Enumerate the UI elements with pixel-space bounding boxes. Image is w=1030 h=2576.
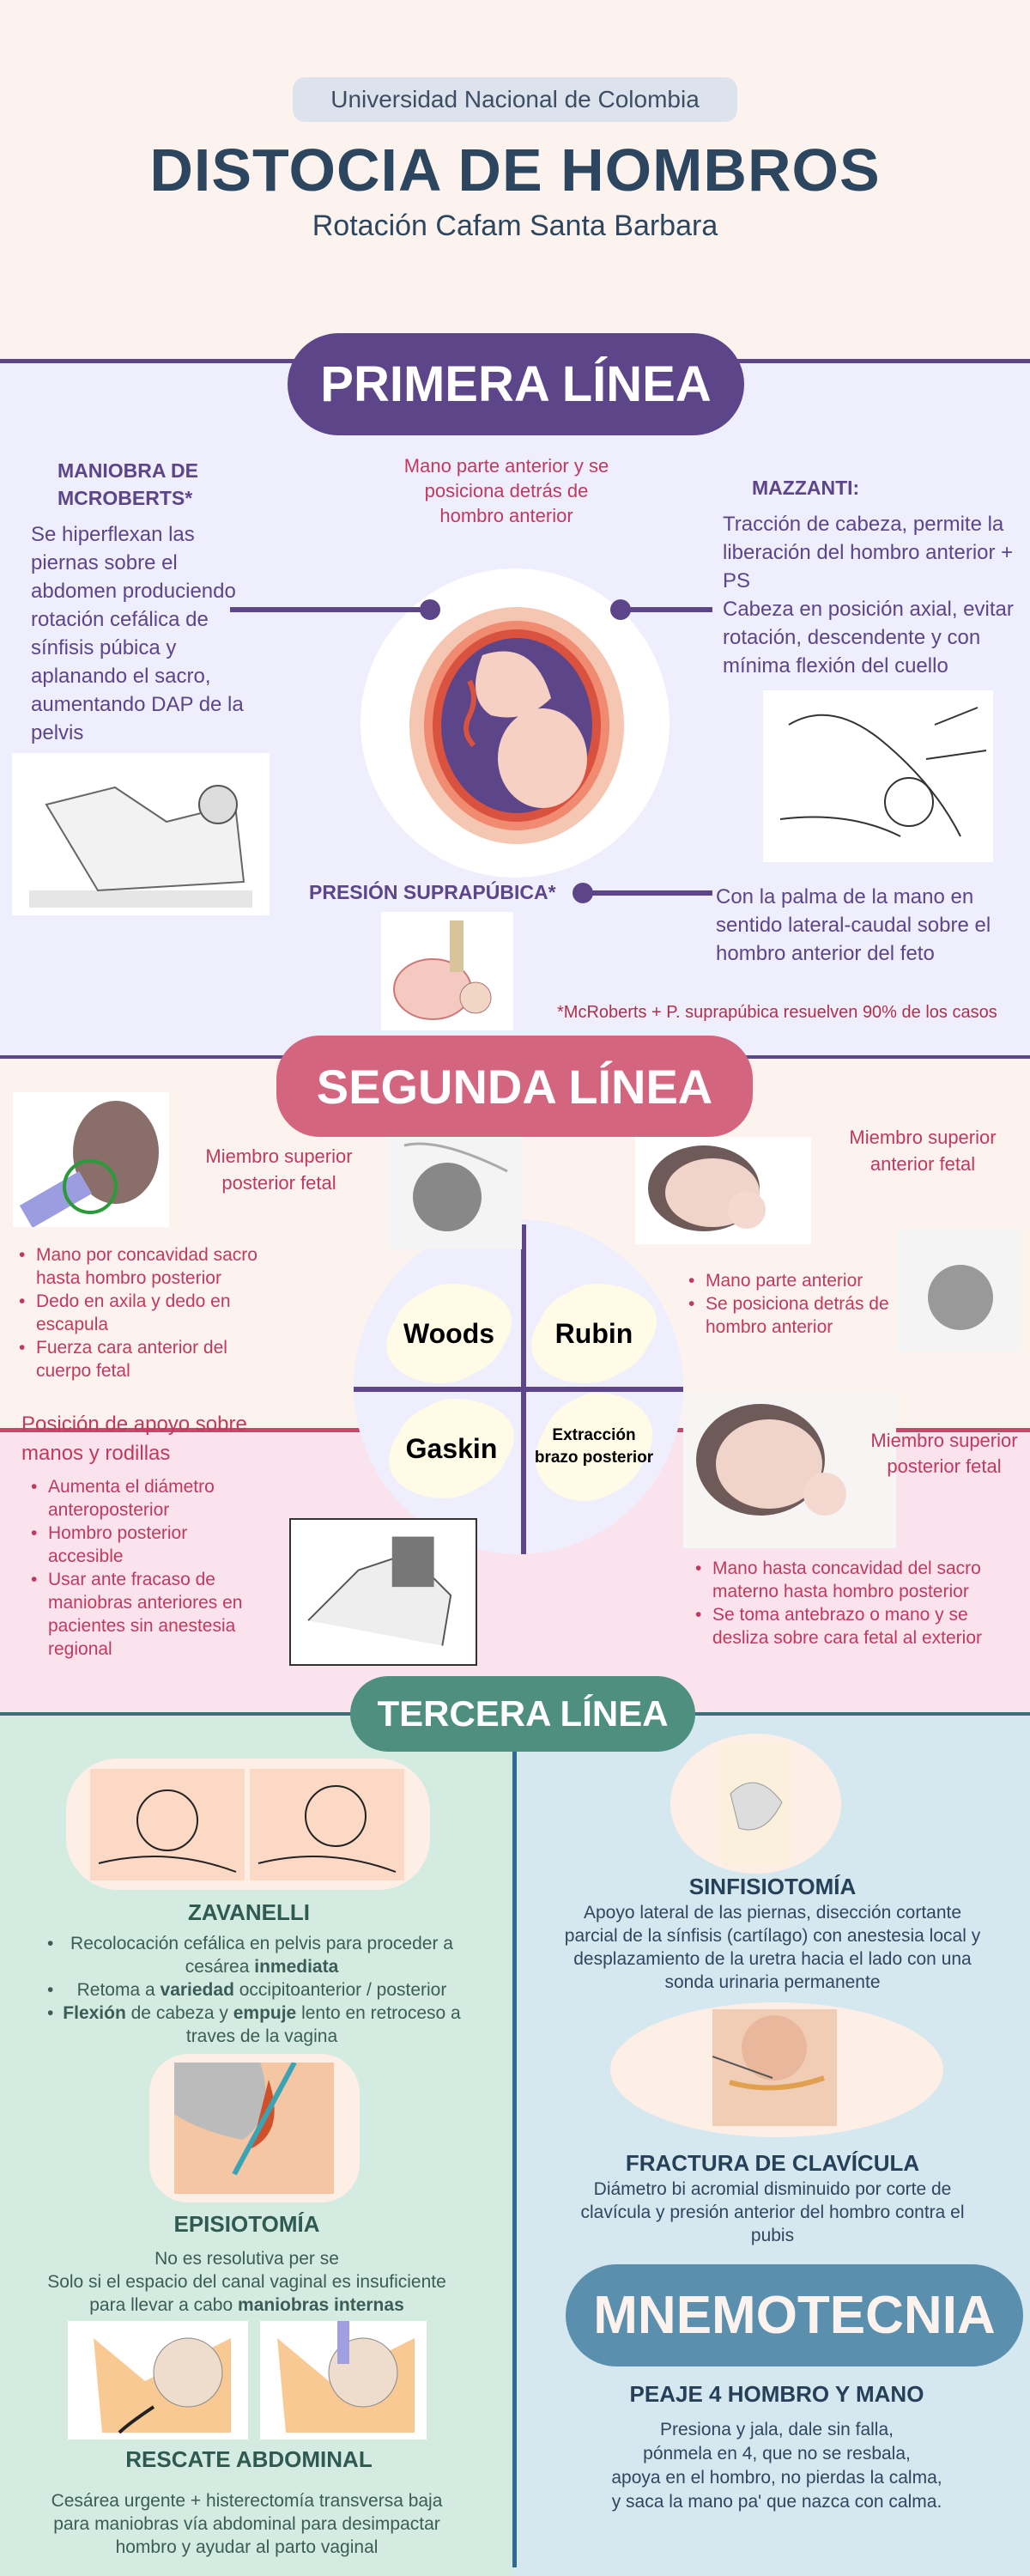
rubin-label: Rubin	[530, 1282, 658, 1385]
rubin-caption: Miembro superior anterior fetal	[849, 1127, 997, 1175]
rescate-text: Cesárea urgente + histerectomía transver…	[51, 2491, 443, 2557]
list-item: Usar ante fracaso de maniobras anteriore…	[31, 1568, 263, 1661]
extraccion-image	[683, 1391, 896, 1548]
rescate-image-1	[68, 2321, 248, 2439]
woods-caption: Miembro superior posterior fetal	[205, 1145, 353, 1194]
connector-line	[583, 890, 712, 896]
suprapubica-image	[381, 912, 513, 1030]
mazzanti-text-1: Tracción de cabeza, permite la liberació…	[723, 513, 1014, 592]
list-item: Mano por concavidad sacro hasta hombro p…	[19, 1243, 268, 1290]
quadrant-divider	[354, 1387, 683, 1392]
vertical-divider	[512, 1714, 517, 2567]
episiotomia-text: No es resolutiva per se Solo si el espac…	[47, 2249, 446, 2315]
clavicula-image	[712, 2009, 837, 2126]
mnemotecnia-title: PEAJE 4 HOMBRO Y MANO	[629, 2381, 924, 2407]
zavanelli-image-2	[250, 1769, 404, 1880]
woods-bullets: Mano por concavidad sacro hasta hombro p…	[19, 1243, 268, 1382]
connector-line	[230, 607, 430, 612]
zavanelli-title: ZAVANELLI	[187, 1899, 311, 1925]
episiotomia-image-frame	[149, 2054, 360, 2202]
zavanelli-image-1	[90, 1769, 245, 1880]
segunda-linea-heading: SEGUNDA LÍNEA	[276, 1036, 753, 1137]
page-title: DISTOCIA DE HOMBROS	[149, 137, 881, 204]
mcroberts-image	[12, 753, 270, 915]
extraccion-bullets: Mano hasta concavidad del sacro materno …	[695, 1557, 1013, 1649]
verse-line: y saca la mano pa' que nazca con calma.	[611, 2492, 942, 2512]
tercera-linea-heading: TERCERA LÍNEA	[350, 1676, 695, 1752]
zavanelli-image-frame	[66, 1759, 430, 1890]
verse-line: pónmela en 4, que no se resbala,	[643, 2444, 911, 2464]
woods-head-image	[387, 1137, 522, 1249]
mazzanti-image	[763, 690, 993, 862]
mnemotecnia-verse: Presiona y jala, dale sin falla, pónmela…	[515, 2418, 1030, 2514]
primera-linea-heading: PRIMERA LÍNEA	[288, 333, 744, 435]
mcroberts-text: Se hiperflexan las piernas sobre el abdo…	[31, 523, 244, 744]
episiotomia-image	[174, 2063, 334, 2194]
clavicula-image-frame	[610, 2002, 943, 2137]
suprapubica-text: Con la palma de la mano en sentido later…	[716, 885, 991, 965]
episiotomia-title: EPISIOTOMÍA	[173, 2211, 320, 2237]
list-item: Mano parte anterior	[688, 1269, 903, 1292]
list-item: Aumenta el diámetro anteroposterior	[31, 1475, 263, 1522]
fetus-in-uterus-illustration	[409, 607, 624, 844]
list-item: Mano hasta concavidad del sacro materno …	[695, 1557, 1013, 1603]
rescate-image-2	[260, 2321, 427, 2439]
sinfisiotomia-title: SINFISIOTOMÍA	[688, 1874, 857, 1899]
connector-line	[621, 607, 712, 612]
woods-image	[13, 1092, 169, 1227]
sinfisiotomia-image-frame	[670, 1734, 841, 1874]
verse-line: Presiona y jala, dale sin falla,	[660, 2420, 894, 2439]
sinfisiotomia-text: Apoyo lateral de las piernas, disección …	[564, 1903, 981, 1992]
rescate-title: RESCATE ABDOMINAL	[125, 2446, 373, 2472]
gaskin-label: Gaskin	[387, 1397, 516, 1500]
center-note: Mano parte anterior y se posiciona detrá…	[403, 455, 609, 526]
mnemotecnia-heading: MNEMOTECNIA	[566, 2264, 1023, 2366]
list-item: Hombro posterior accesible	[31, 1522, 263, 1568]
gaskin-bullets: Aumenta el diámetro anteroposterior Homb…	[31, 1475, 263, 1661]
rubin-bullets: Mano parte anterior Se posiciona detrás …	[688, 1269, 903, 1339]
mazzanti-text-2: Cabeza en posición axial, evitar rotació…	[723, 598, 1014, 677]
woods-label: Woods	[385, 1282, 513, 1385]
rubin-image	[635, 1137, 811, 1244]
list-item: •Flexión de cabeza y lento en retroceso …	[47, 2003, 461, 2046]
list-item: Dedo en axila y dedo en escapula	[19, 1290, 268, 1336]
clavicula-text: Diámetro bi acromial disminuido por cort…	[580, 2179, 965, 2245]
list-item: Se posiciona detrás de hombro anterior	[688, 1292, 903, 1339]
rubin-head-image	[896, 1229, 1021, 1352]
gaskin-image	[289, 1518, 477, 1666]
mazzanti-title: MAZZANTI:	[752, 477, 860, 499]
connector-dot	[610, 599, 631, 620]
gaskin-caption: Posición de apoyo sobre manos y rodillas	[21, 1413, 247, 1465]
verse-line: apoya en el hombro, no pierdas la calma,	[611, 2468, 942, 2488]
list-item: •Retoma a variedad occipitoanterior / po…	[47, 1980, 447, 2000]
list-item: Fuerza cara anterior del cuerpo fetal	[19, 1336, 268, 1382]
zavanelli-bullets: •Recolocación cefálica en pelvis para pr…	[47, 1932, 476, 2048]
footnote: *McRoberts + P. suprapúbica resuelven 90…	[557, 1003, 997, 1022]
list-item: Se toma antebrazo o mano y se desliza so…	[695, 1603, 1013, 1649]
mcroberts-title: MANIOBRA DE MCROBERTS*	[58, 459, 198, 509]
extraccion-label: Extracción brazo posterior	[534, 1391, 654, 1503]
suprapubica-title: PRESIÓN SUPRAPÚBICA*	[309, 881, 556, 903]
clavicula-title: FRACTURA DE CLAVÍCULA	[625, 2150, 920, 2176]
page-subtitle: Rotación Cafam Santa Barbara	[312, 210, 718, 242]
sinfisiotomia-image	[722, 1742, 791, 1865]
extraccion-caption: Miembro superior posterior fetal	[870, 1430, 1018, 1477]
connector-dot	[420, 599, 440, 620]
list-item: •Recolocación cefálica en pelvis para pr…	[47, 1934, 453, 1977]
institution-badge: Universidad Nacional de Colombia	[293, 77, 737, 122]
